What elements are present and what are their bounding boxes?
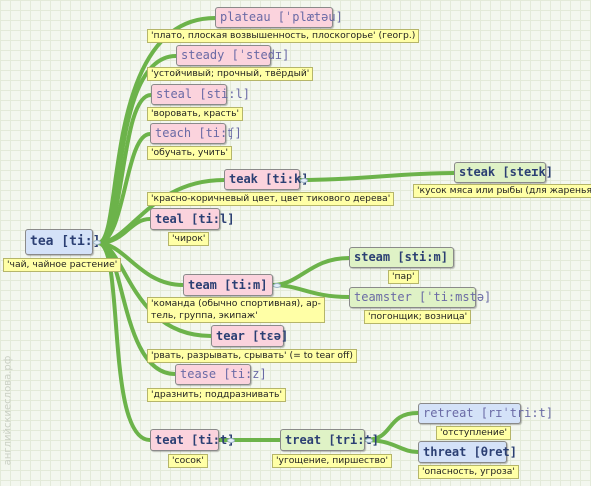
node-teat[interactable]: teat [ti:t] xyxy=(150,429,234,451)
collapse-handle-treat[interactable] xyxy=(365,438,373,443)
node-steam[interactable]: steam [sti:m] xyxy=(349,247,454,268)
note-team-line1: 'команда (обычно спортивная), ар- xyxy=(151,298,321,309)
edge-team-steam xyxy=(271,256,351,287)
collapse-handle-tea[interactable] xyxy=(93,240,101,245)
note-tea: 'чай, чайное растение' xyxy=(3,258,122,272)
node-plateau[interactable]: plateau [ˈplætəu] xyxy=(215,7,343,28)
note-team-line2: тель, группа, экипаж' xyxy=(151,310,258,321)
node-team[interactable]: team [ti:m] xyxy=(183,274,273,296)
node-retreat[interactable]: retreat [rɪˈtri:t] xyxy=(418,403,553,424)
node-teamster[interactable]: teamster [ˈti:mstə] xyxy=(349,287,491,308)
node-steal[interactable]: steal [sti:l] xyxy=(151,84,250,105)
note-steal: 'воровать, красть' xyxy=(147,107,244,121)
node-tease[interactable]: tease [ti:z] xyxy=(175,364,267,385)
note-tease: 'дразнить; поддразнивать' xyxy=(147,388,286,402)
note-teach: 'обучать, учить' xyxy=(147,146,233,160)
note-tear: 'рвать, разрывать, срывать' (= to tear o… xyxy=(147,349,357,363)
edge-team-teamster xyxy=(271,283,351,299)
edge-tea-teach xyxy=(96,132,152,245)
note-steam: 'пар' xyxy=(388,270,419,284)
node-treat[interactable]: treat [tri:t] xyxy=(280,429,379,451)
node-teak[interactable]: teak [ti:k] xyxy=(224,169,308,190)
note-teal: 'чирок' xyxy=(168,232,210,246)
note-teak: 'красно-коричневый цвет, цвет тикового д… xyxy=(147,192,395,206)
note-treat: 'угощение, пиршество' xyxy=(272,454,393,468)
note-plateau: 'плато, плоская возвышенность, плоскогор… xyxy=(147,29,420,43)
node-steady[interactable]: steady [ˈstedɪ] xyxy=(176,45,289,66)
collapse-handle-team[interactable] xyxy=(273,283,281,288)
node-tea[interactable]: tea [ti:] xyxy=(25,229,100,255)
node-teach[interactable]: teach [ti:ʧ] xyxy=(150,123,242,144)
node-threat[interactable]: threat [θret] xyxy=(418,441,517,463)
note-teamster: 'погонщик; возница' xyxy=(364,310,472,324)
note-teat: 'сосок' xyxy=(168,454,208,468)
note-steak: 'кусок мяса или рыбы (для жаренья)' xyxy=(413,184,591,198)
collapse-handle-teak[interactable] xyxy=(300,178,308,183)
note-retreat: 'отступление' xyxy=(436,426,512,440)
node-tear[interactable]: tear [tɛə] xyxy=(211,325,288,347)
node-steak[interactable]: steak [steɪk] xyxy=(454,162,553,183)
note-team: 'команда (обычно спортивная), ар- тель, … xyxy=(147,297,325,323)
edge-tea-teat xyxy=(96,241,152,442)
site-watermark: английскиеслова.рф xyxy=(2,355,14,466)
collapse-handle-teat[interactable] xyxy=(227,438,235,443)
node-teal[interactable]: teal [ti:l] xyxy=(150,208,234,230)
note-steady: 'устойчивый; прочный, твёрдый' xyxy=(147,67,314,81)
note-threat: 'опасность, угроза' xyxy=(418,465,519,479)
edge-teak-steak xyxy=(298,171,456,182)
